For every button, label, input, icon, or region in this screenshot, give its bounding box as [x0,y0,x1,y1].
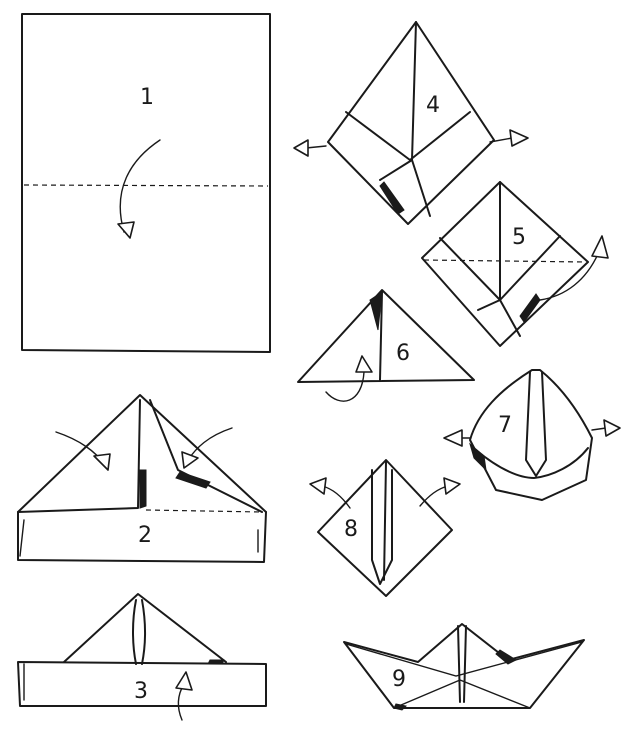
arrow-head-right [181,451,199,469]
fold-arrow [539,253,599,301]
fold-line [23,184,269,187]
step-number-1: 1 [140,85,154,110]
step-number-2: 2 [138,523,152,548]
pull-line-right [591,427,607,431]
fold-line [145,509,263,513]
inner-flap [379,159,431,217]
triangle-outline [17,394,267,513]
inner-flap [477,299,521,337]
arrow-head [591,235,609,259]
arrow-head-left [293,139,309,157]
shadow [369,290,383,331]
arrow-head-left [93,453,111,471]
pull-line-right [419,485,449,507]
center-crease [379,291,383,381]
brim-crease [19,519,25,557]
step-3: 3 [17,593,267,721]
boat-outline [343,623,585,709]
shadow-left [139,469,147,509]
pull-line-left [321,485,351,509]
hat-triangle [63,593,227,663]
deck-fold [345,641,583,677]
shadow [495,649,518,665]
paper-sheet [21,13,271,353]
diamond-outline [317,459,453,597]
diamond-outline [327,21,495,225]
shadow [469,442,487,472]
fold-line [423,259,587,263]
center-crease [411,21,417,161]
fold-arrow-right [187,427,233,461]
square-outline [421,181,589,347]
pull-line-left [305,145,327,149]
step-5: 5 [421,181,609,347]
triangle-outline [297,289,475,383]
brim-outline [17,511,267,563]
sail-crease [457,625,467,703]
step-1: 1 [21,13,271,353]
step-number-8: 8 [344,517,358,542]
step-2: 2 [17,394,267,563]
arrow-head-left [309,477,327,495]
step-number-6: 6 [396,341,410,366]
arrow-head-right [509,129,529,147]
hat-brim [17,661,267,707]
step-number-4: 4 [426,93,440,118]
fold-arrow-head [117,221,135,239]
brim-fold [345,111,471,161]
shadow [207,659,225,665]
center-flap [132,599,146,665]
fold-arrow-curve [119,139,161,233]
arrow-head-right [443,477,461,495]
arrow-head [355,355,373,373]
step-8: 8 [309,459,461,597]
arrow-head [175,671,193,691]
right-fold-edge [149,399,263,513]
step-number-9: 9 [392,667,406,692]
step-number-7: 7 [498,413,512,438]
lower-fold [475,447,589,479]
center-flap [371,469,393,585]
step-4: 4 [293,21,529,225]
hull-fold [393,679,531,709]
shadow [379,181,405,215]
center-crease [383,461,387,581]
left-fold-edge [17,399,141,513]
shadow-hull [393,703,408,711]
step-6: 6 [297,289,475,402]
step-9: 9 [343,623,585,711]
arrow-head-left [443,429,463,447]
step-7: 7 [443,369,621,501]
step-number-3: 3 [134,679,148,704]
center-flap [525,371,547,477]
shape-outline [469,369,593,501]
shadow-right [175,471,211,489]
pull-line-right [489,137,513,143]
arrow-head-right [603,419,621,437]
step-number-5: 5 [512,225,526,250]
fold-arrow [325,371,365,402]
